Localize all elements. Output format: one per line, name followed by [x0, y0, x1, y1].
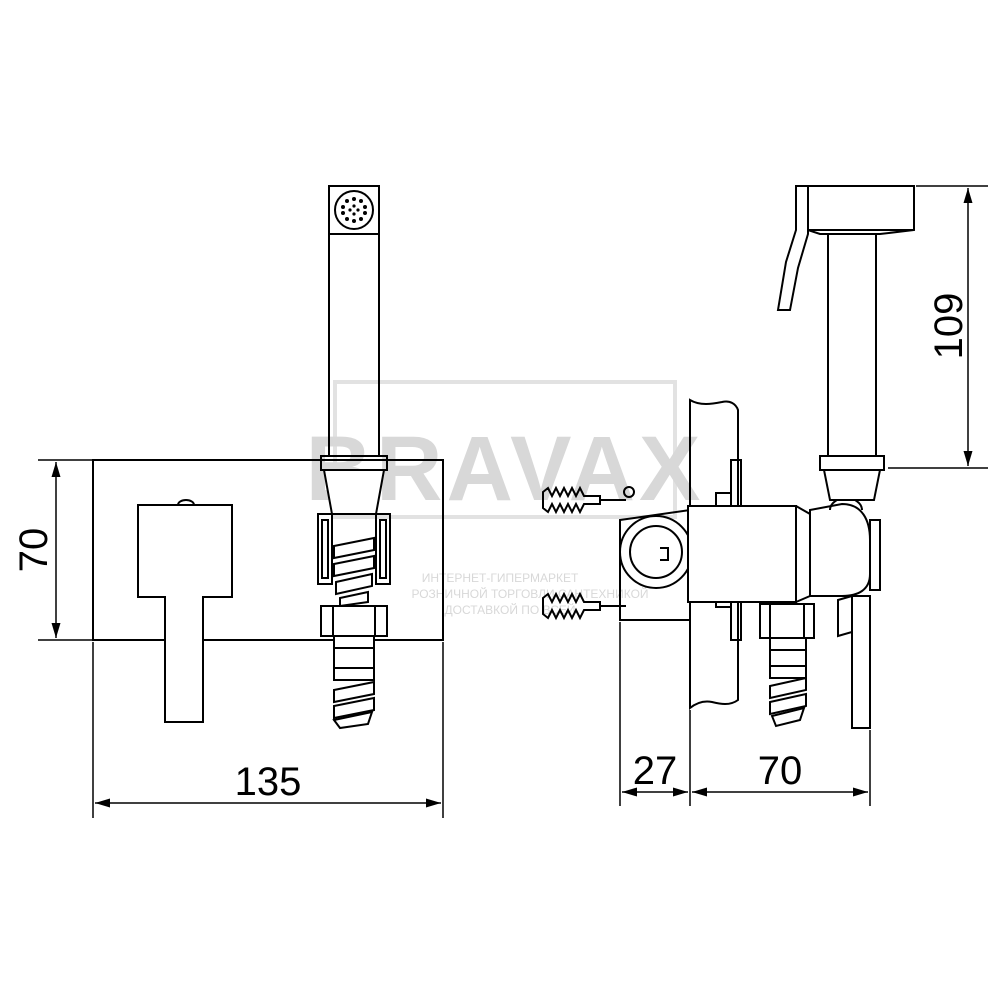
front-holder-right — [375, 513, 391, 585]
side-valve-body — [687, 505, 797, 603]
front-dimensions — [38, 459, 444, 818]
side-dimensions — [619, 185, 988, 806]
side-wall-anchor-bottom — [542, 591, 626, 621]
side-handle-lever — [851, 595, 871, 729]
side-wall-anchor-top — [542, 485, 635, 515]
front-height-label: 70 — [12, 528, 56, 573]
shower-height-label: 109 — [927, 293, 971, 360]
watermark-line1: ИНТЕРНЕТ-ГИПЕРМАРКЕТ — [422, 571, 579, 585]
side-shower-grip — [827, 233, 877, 457]
side-valve-elbow — [809, 502, 871, 597]
front-handle-top-cap — [177, 499, 195, 506]
front-view — [92, 185, 444, 730]
front-hose-nut — [320, 605, 388, 637]
wall-depth-label: 27 — [633, 749, 678, 793]
side-view — [542, 185, 915, 729]
spray-nozzles — [341, 197, 367, 223]
side-hose-nut — [759, 603, 815, 639]
front-hose-lower — [332, 680, 375, 730]
side-wall-section — [689, 398, 739, 711]
spray-face-icon — [334, 190, 374, 230]
body-depth-label: 70 — [758, 749, 803, 793]
front-holder-left — [317, 513, 333, 585]
front-shower-taper — [322, 469, 386, 515]
side-mount-ring-inner — [629, 525, 683, 579]
front-shower-head — [328, 185, 380, 235]
side-hose-fitting — [769, 637, 807, 679]
watermark-line2: РОЗНИЧНОЙ ТОРГОВЛИ САНТЕХНИКОЙ — [411, 586, 648, 601]
watermark-line3: ДОСТАВКОЙ ПО ВСЕЙ — [444, 602, 575, 617]
side-shower-collar — [819, 455, 885, 471]
front-cover-plate — [92, 459, 444, 641]
front-hose-fitting — [333, 635, 375, 681]
front-handle-lever — [137, 504, 233, 723]
front-hose-upper — [333, 536, 375, 608]
side-hose-lower — [769, 676, 807, 728]
front-width-label: 135 — [235, 760, 302, 804]
